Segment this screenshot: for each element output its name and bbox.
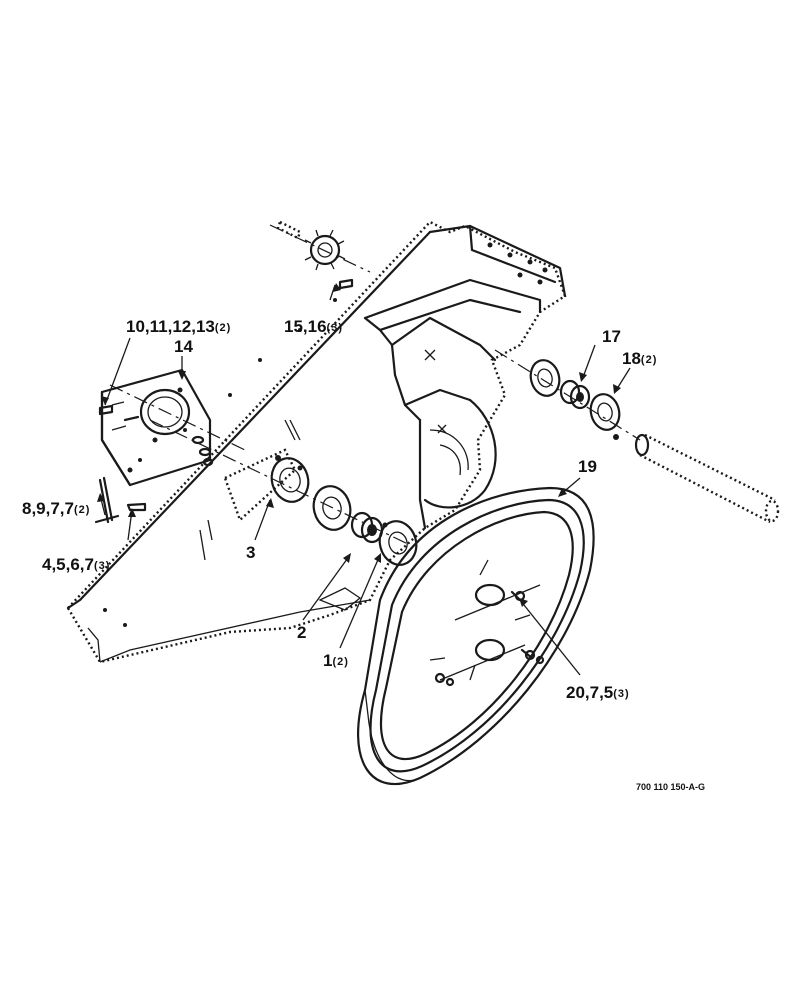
frame-plate — [66, 220, 567, 664]
callout-15-16: 15,16(3) — [284, 318, 343, 335]
callout-20-7-5: 20,7,5(3) — [566, 684, 630, 701]
callout-label: 10,11,12,13 — [126, 317, 215, 336]
callout-4-5-6-7: 4,5,6,7(3) — [42, 556, 110, 573]
callout-label: 19 — [578, 457, 597, 476]
callout-qty: (2) — [74, 504, 91, 516]
drive-shaft — [634, 433, 780, 524]
callout-19: 19 — [578, 458, 597, 475]
callout-label: 15,16 — [284, 317, 327, 336]
callout-label: 20,7,5 — [566, 683, 614, 702]
callout-label: 17 — [602, 327, 621, 346]
callout-18: 18(2) — [622, 350, 657, 367]
callout-qty: (3) — [94, 560, 111, 572]
callout-label: 8,9,7,7 — [22, 499, 74, 518]
callout-3: 3 — [246, 544, 255, 561]
pulley-wheel — [357, 486, 595, 786]
top-sprocket — [269, 220, 371, 290]
flange-2 — [312, 485, 352, 531]
callout-qty: (3) — [326, 322, 343, 334]
bearing-plate — [100, 368, 214, 487]
callout-1: 1(2) — [323, 652, 349, 669]
callout-qty: (3) — [613, 688, 630, 700]
callout-label: 4,5,6,7 — [42, 555, 94, 574]
callout-label: 2 — [297, 623, 307, 642]
callout-8-9-7-7: 8,9,7,7(2) — [22, 500, 90, 517]
callout-label: 3 — [246, 543, 256, 562]
flange-1 — [378, 520, 418, 566]
leader-arrowheads — [97, 283, 621, 607]
callout-label: 18 — [622, 349, 641, 368]
bearing-insert — [350, 511, 384, 544]
figure-id: 700 110 150-A-G — [636, 782, 706, 792]
callout-14: 14 — [174, 338, 193, 355]
flange-3 — [270, 455, 310, 503]
callout-10-11-12-13: 10,11,12,13(2) — [126, 318, 231, 335]
callout-label: 1 — [323, 651, 333, 670]
callout-qty: (2) — [214, 322, 232, 334]
callout-17: 17 — [602, 328, 621, 345]
carriage-bolts — [94, 404, 147, 524]
callout-qty: (2) — [640, 354, 658, 366]
upper-bearing-assembly — [494, 349, 641, 441]
callout-qty: (2) — [332, 656, 349, 668]
callout-2: 2 — [297, 624, 306, 641]
callout-label: 14 — [174, 337, 193, 356]
